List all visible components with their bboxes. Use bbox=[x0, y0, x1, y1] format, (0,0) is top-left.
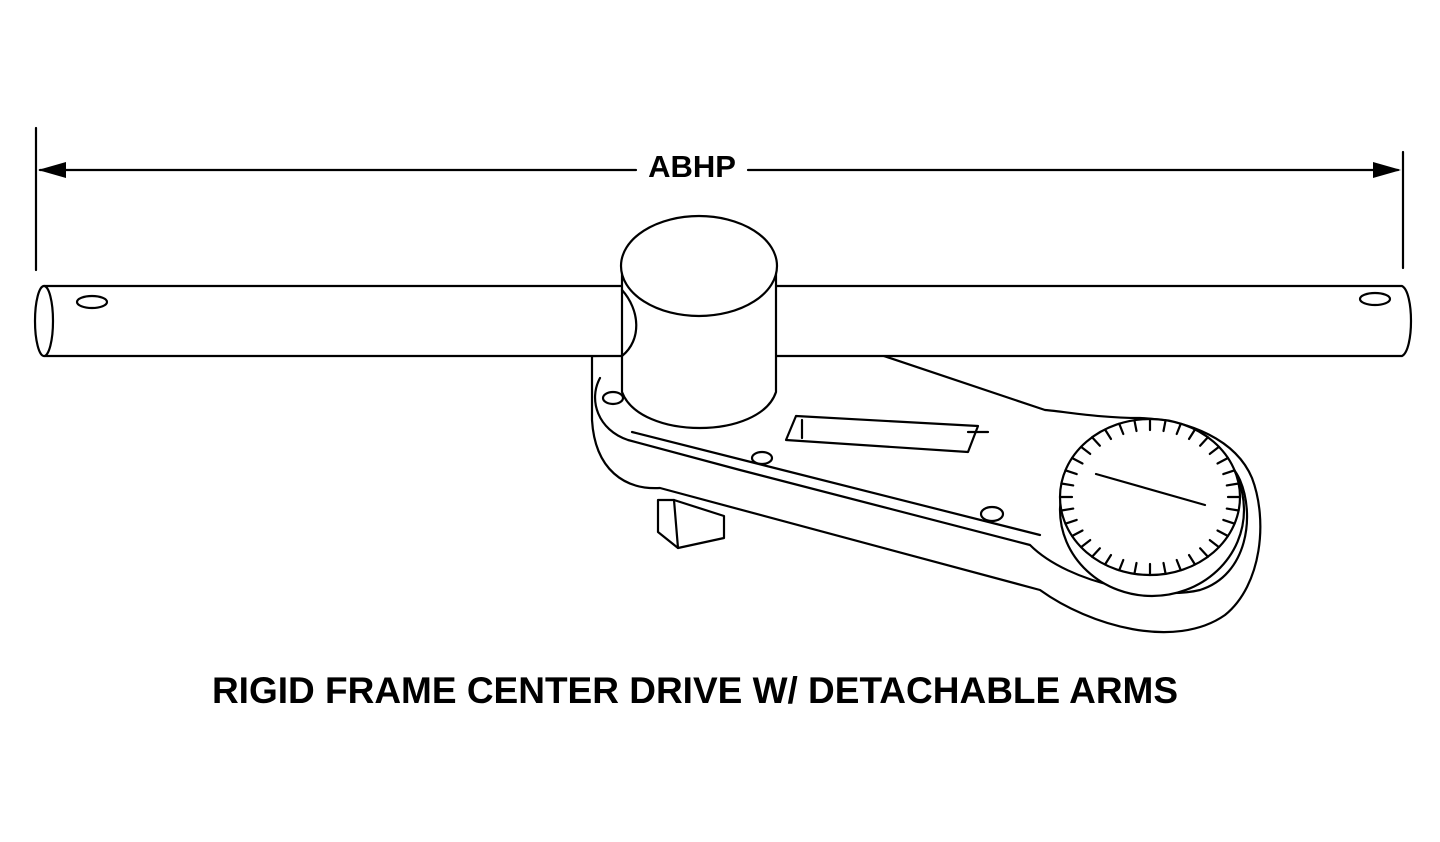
dial-tick bbox=[1118, 558, 1125, 572]
dimension-label: ABHP bbox=[648, 149, 736, 184]
dial-tick bbox=[1225, 482, 1240, 487]
dial-tick bbox=[1133, 561, 1138, 575]
dial-tick bbox=[1060, 482, 1075, 487]
dial-tick bbox=[1208, 445, 1221, 455]
screw-hole-1 bbox=[601, 390, 625, 406]
wrench-body bbox=[590, 350, 1262, 634]
dial-tick bbox=[1222, 469, 1236, 476]
dial-tick bbox=[1225, 507, 1240, 512]
dial-tick bbox=[1133, 419, 1138, 433]
dial-tick bbox=[1064, 469, 1078, 476]
square-drive bbox=[656, 498, 726, 550]
dial-tick bbox=[1198, 436, 1210, 447]
dial-tick bbox=[1070, 529, 1084, 538]
dial-tick bbox=[1175, 422, 1182, 436]
dial-tick bbox=[1118, 422, 1125, 436]
cylinder-top bbox=[619, 214, 779, 318]
dial-tick bbox=[1090, 436, 1102, 447]
scale-window-inner bbox=[800, 418, 990, 440]
dimension-arrowhead-left bbox=[38, 162, 66, 178]
diagram-caption: RIGID FRAME CENTER DRIVE W/ DETACHABLE A… bbox=[212, 670, 1178, 711]
dial-tick bbox=[1070, 456, 1084, 465]
gauge-dial bbox=[1058, 417, 1242, 577]
dial-tick bbox=[1090, 547, 1102, 558]
dial-tick bbox=[1064, 518, 1078, 525]
square-drive-edge bbox=[672, 498, 680, 550]
cylinder-joint-curve bbox=[620, 288, 638, 358]
dial-tick bbox=[1216, 456, 1230, 465]
scale-window bbox=[784, 414, 980, 454]
dial-tick bbox=[1103, 428, 1113, 441]
dial-tick bbox=[1103, 553, 1113, 566]
dial-tick bbox=[1079, 445, 1092, 455]
dimension-arrowhead-right bbox=[1373, 162, 1401, 178]
screw-hole-3 bbox=[979, 505, 1005, 523]
dial-tick bbox=[1162, 419, 1167, 433]
dial-tick bbox=[1216, 529, 1230, 538]
dimension-line: ABHP bbox=[34, 126, 1405, 272]
frame-top-edge bbox=[630, 430, 1042, 537]
dial-tick bbox=[1198, 547, 1210, 558]
handle-bar-hole-right bbox=[1358, 291, 1392, 307]
dial-tick bbox=[1187, 553, 1197, 566]
screw-hole-2 bbox=[750, 450, 774, 466]
center-cylinder bbox=[619, 214, 779, 429]
dial-tick bbox=[1162, 561, 1167, 575]
handle-bar-left-end bbox=[33, 284, 55, 358]
gauge-needle bbox=[1094, 472, 1207, 507]
dial-tick bbox=[1079, 538, 1092, 549]
dial-tick bbox=[1175, 558, 1182, 572]
handle-bar-hole-left bbox=[75, 294, 109, 310]
dial-tick bbox=[1222, 518, 1236, 525]
gauge-dial-ticks bbox=[1058, 417, 1242, 577]
dial-tick bbox=[1208, 538, 1221, 549]
dial-tick bbox=[1060, 507, 1075, 512]
dial-tick bbox=[1187, 428, 1197, 441]
